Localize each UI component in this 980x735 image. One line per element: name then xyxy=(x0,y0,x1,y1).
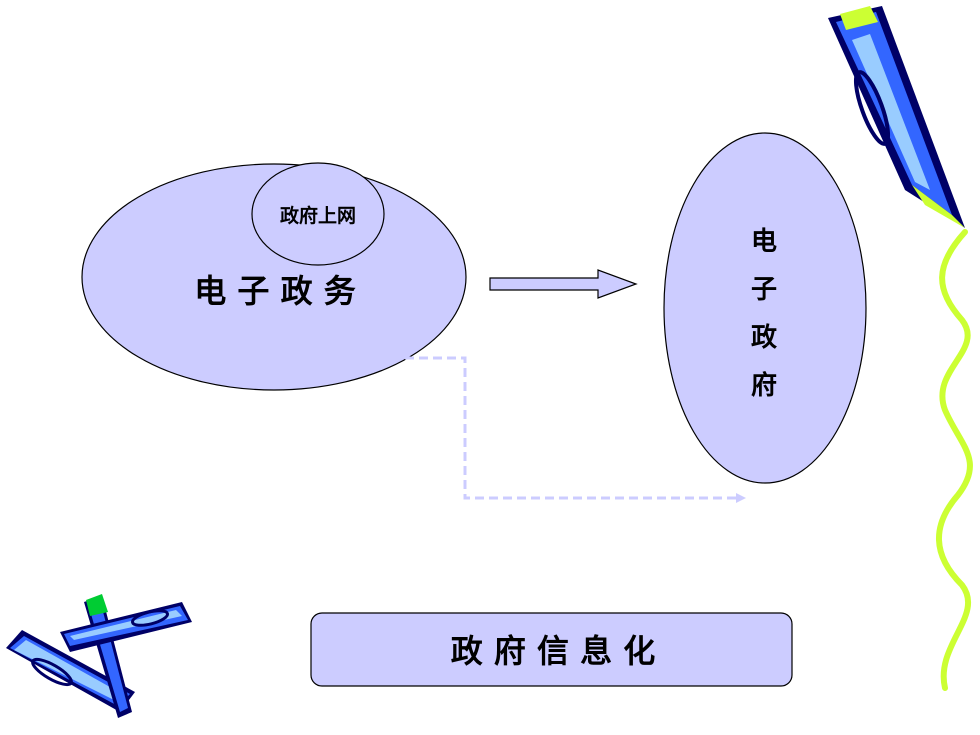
dashed-connector-arrowhead xyxy=(736,493,746,503)
right-arrow xyxy=(489,269,638,299)
government-informatization-box xyxy=(310,612,793,687)
outer-ellipse-label: 电 子 政 务 xyxy=(194,272,355,310)
crayon-icon xyxy=(828,6,965,228)
right-ellipse-char-4: 府 xyxy=(751,370,777,401)
dashed-connector xyxy=(405,356,738,500)
right-ellipse-char-2: 子 xyxy=(751,275,777,305)
inner-ellipse-label: 政府上网 xyxy=(280,204,356,227)
government-online-ellipse xyxy=(251,162,385,266)
bottom-box-label: 政 府 信 息 化 xyxy=(451,632,656,670)
wavy-line xyxy=(936,229,973,691)
e-government-result-ellipse xyxy=(663,132,867,484)
right-ellipse-char-1: 电 xyxy=(751,227,777,257)
crayons-bundle-icon xyxy=(6,594,192,718)
right-ellipse-char-3: 政 xyxy=(751,322,777,353)
